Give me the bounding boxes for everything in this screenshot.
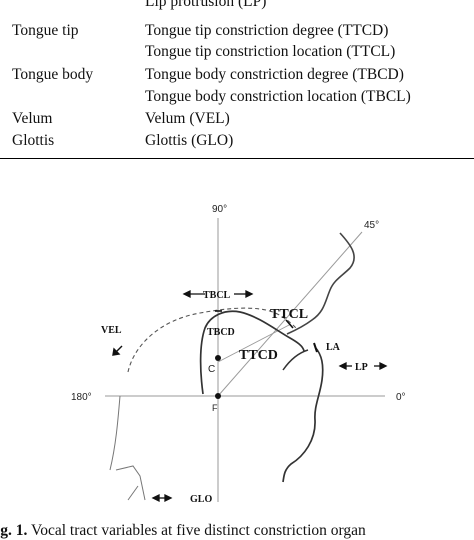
label-tbcl: TBCL <box>203 290 231 301</box>
glottis-outline <box>115 465 146 501</box>
glottis-fold <box>127 485 139 501</box>
table-cell-variable: Velum (VEL) <box>145 110 230 127</box>
angle-label-180: 180° <box>71 392 92 403</box>
caption-text: Vocal tract variables at five distinct c… <box>31 522 366 539</box>
angle-label-45: 45° <box>364 220 379 231</box>
table-cell-variable: Tongue tip constriction degree (TTCD) <box>145 22 389 39</box>
pharynx-back-wall <box>109 395 121 471</box>
table-bottom-rule <box>0 158 474 159</box>
table-cell-variable: Glottis (GLO) <box>145 132 234 149</box>
lower-teeth-outline <box>282 349 309 371</box>
label-la: LA <box>326 342 341 353</box>
tbcl-arrow-icon <box>182 289 254 299</box>
table-cell-organ: Tongue body <box>12 66 94 83</box>
caption-label: ig. 1. <box>0 522 28 539</box>
table-cell-variable: Lip protrusion (LP) <box>145 0 267 10</box>
table-cell-organ: Tongue tip <box>12 22 79 39</box>
label-glo: GLO <box>190 494 212 505</box>
vocal-tract-figure: 90° 45° 180° 0° C F TBCL TTCL TBCD TTCD … <box>71 204 406 505</box>
origin-point-f <box>215 393 221 399</box>
table-cell-variable: Tongue body constriction degree (TBCD) <box>145 66 404 83</box>
figure-caption: ig. 1. Vocal tract variables at five dis… <box>0 522 366 540</box>
upper-lip-outline <box>286 232 355 335</box>
label-ttcl: TTCL <box>270 307 308 322</box>
label-tbcd: TBCD <box>207 327 235 338</box>
vel-arrow-icon <box>112 345 123 356</box>
point-label-c: C <box>208 364 215 375</box>
center-point-c <box>215 355 221 361</box>
diagonal-axis <box>217 231 363 397</box>
table-cell-organ: Velum <box>12 110 53 127</box>
table-cell-variable: Tongue body constriction location (TBCL) <box>145 88 411 105</box>
label-lp: LP <box>355 362 368 373</box>
table-cell-variable: Tongue tip constriction location (TTCL) <box>145 43 396 60</box>
angle-label-0: 0° <box>396 392 406 403</box>
label-ttcd: TTCD <box>239 348 278 363</box>
label-vel: VEL <box>101 325 122 336</box>
lower-lip-jaw-outline <box>282 346 324 483</box>
ttcl-marker <box>285 319 294 329</box>
lp-arrow-icon <box>338 361 388 371</box>
la-marker <box>313 342 318 353</box>
tongue-outline <box>199 310 305 395</box>
glo-arrow-icon <box>151 493 173 503</box>
point-label-f: F <box>212 403 218 413</box>
angle-label-90: 90° <box>212 204 227 215</box>
table-cell-organ: Glottis <box>12 132 55 149</box>
palate-outline <box>127 307 297 373</box>
